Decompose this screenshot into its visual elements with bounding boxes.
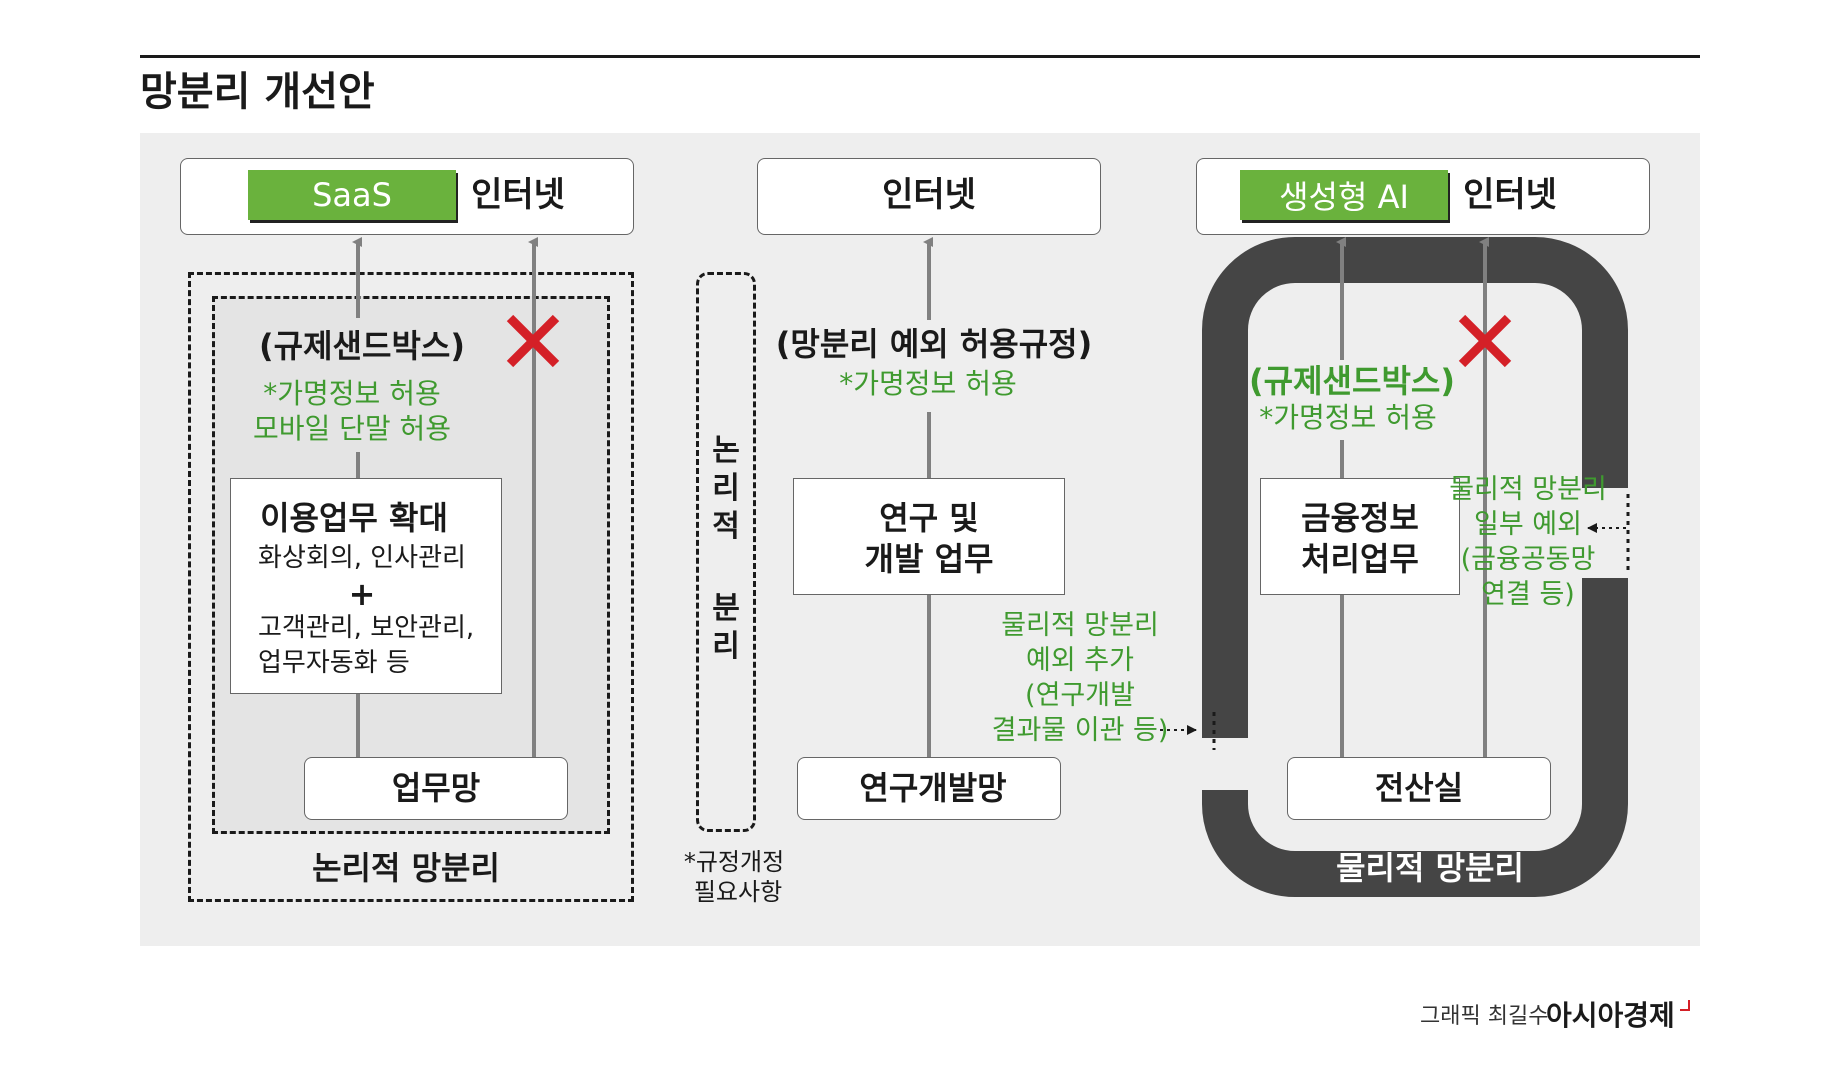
separator-footnote-2: 필요사항	[693, 878, 783, 906]
middle-side-note-4: 결과물 이관 등)	[991, 715, 1169, 746]
left-note-pseudonym: *가명정보 허용	[263, 377, 441, 410]
separator-char-1: 논	[712, 433, 740, 468]
right-blocked-x	[1458, 314, 1512, 368]
left-task-line-1: 화상회의, 인사관리	[258, 543, 466, 573]
right-side-note-4: 연결 등)	[1481, 579, 1575, 610]
middle-exception-rule: (망분리 예외 허용규정)	[775, 325, 1093, 363]
middle-internet-box	[757, 158, 1101, 235]
right-note: *가명정보 허용	[1259, 401, 1437, 434]
separator-char-2: 리	[712, 471, 740, 506]
right-network-label: 전산실	[1374, 769, 1464, 807]
middle-network-label: 연구개발망	[859, 769, 1007, 807]
left-network-label: 업무망	[391, 769, 481, 807]
middle-side-note-2: 예외 추가	[1026, 645, 1134, 676]
left-internet-label: 인터넷	[471, 175, 565, 215]
left-network-box	[304, 757, 568, 820]
right-internet-label: 인터넷	[1463, 175, 1557, 215]
logical-separation-bar	[696, 272, 756, 832]
brand-name: 아시아경제	[1546, 999, 1675, 1032]
left-task-title: 이용업무 확대	[260, 499, 448, 537]
physical-separation-band	[1202, 237, 1628, 738]
left-task-box	[230, 478, 502, 694]
generative-ai-tag: 생성형 AI	[1240, 170, 1448, 220]
right-side-note-1: 물리적 망분리	[1449, 474, 1607, 505]
title-rule	[140, 55, 1700, 58]
saas-tag: SaaS	[248, 170, 456, 220]
middle-side-note-1: 물리적 망분리	[1001, 610, 1159, 641]
separator-char-3: 적	[712, 509, 740, 544]
right-footer-label: 물리적 망분리	[1336, 849, 1524, 887]
brand-mark-icon	[1680, 1000, 1690, 1011]
left-task-line-3: 고객관리, 보안관리,	[258, 613, 475, 643]
separator-char-5: 분	[712, 591, 740, 626]
middle-task-line-1: 연구 및	[879, 499, 979, 537]
logical-separation-outer-frame	[188, 272, 634, 902]
left-sandbox-label: (규제샌드박스)	[259, 327, 465, 365]
left-task-line-4: 업무자동화 등	[258, 648, 410, 678]
page-title: 망분리 개선안	[140, 69, 375, 115]
right-side-note-2: 일부 예외	[1474, 509, 1582, 540]
right-sandbox-label: (규제샌드박스)	[1249, 362, 1455, 400]
middle-side-note-3: (연구개발	[1025, 680, 1135, 711]
left-blocked-x	[506, 314, 560, 368]
right-task-line-1: 금융정보	[1301, 499, 1419, 537]
middle-task-line-2: 개발 업무	[864, 540, 994, 578]
middle-internet-label: 인터넷	[882, 175, 976, 215]
middle-network-box	[797, 757, 1061, 820]
separator-footnote-1: *규정개정	[683, 848, 785, 876]
physical-separation-band-lower	[1202, 578, 1628, 897]
middle-note: *가명정보 허용	[839, 367, 1017, 400]
right-network-box	[1287, 757, 1551, 820]
left-footer-label: 논리적 망분리	[312, 849, 500, 887]
right-task-box	[1260, 478, 1460, 595]
middle-task-box	[793, 478, 1065, 595]
separator-char-6: 리	[712, 629, 740, 664]
left-task-plus: +	[348, 575, 376, 613]
left-note-mobile: 모바일 단말 허용	[252, 412, 452, 445]
right-side-note-3: (금융공동망	[1460, 544, 1596, 575]
graphic-credit: 그래픽 최길수	[1420, 1004, 1549, 1029]
right-task-line-2: 처리업무	[1301, 540, 1419, 578]
